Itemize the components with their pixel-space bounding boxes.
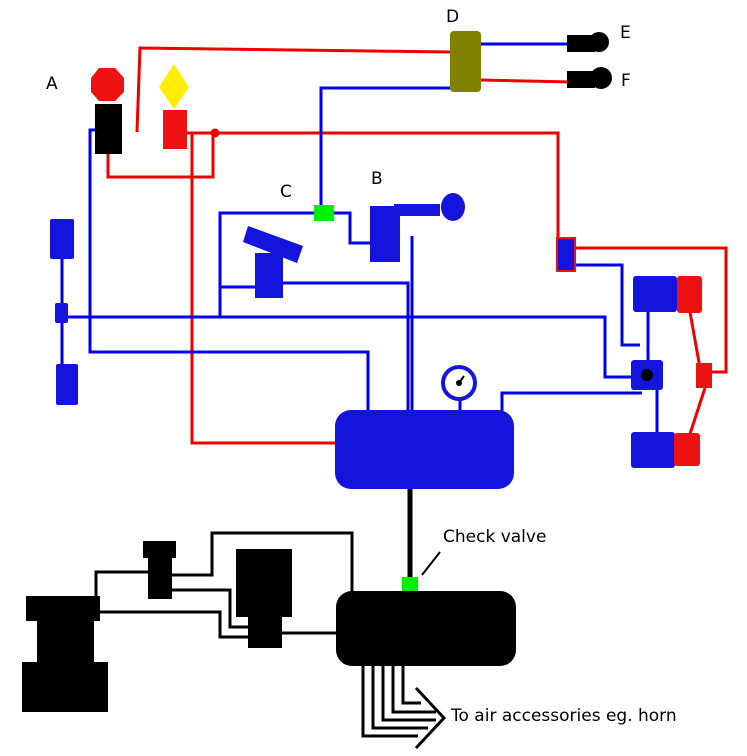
filter-head [143,541,176,558]
connector-e [567,32,609,52]
filter-body [148,557,172,599]
indicator-lamp-yellow [159,64,189,109]
air-solenoid-to-valve [568,263,640,347]
label-d: D [446,7,460,27]
wire-solenoid-to-valve-ring [576,246,728,374]
connector-f-head [590,67,612,89]
valve-b [370,193,465,262]
wire-valve-to-lower-bag [686,387,707,441]
air-bag-right-top [633,276,677,312]
label-check-valve: Check valve [443,527,547,547]
label-b: B [371,169,383,189]
left-axle [50,219,78,405]
electric-wiring [106,46,728,445]
accessory-arrow-head [414,686,447,750]
compressor-base [22,662,108,712]
pressure-regulator [243,226,303,298]
wire-switch-a-loop [106,132,215,179]
wire-fuse-to-tank [190,133,336,445]
switch-a [91,68,124,154]
air-relay-d-to-junction-c [319,86,458,206]
check-valve-leader [421,551,441,576]
air-tank-to-valve [500,391,642,414]
compressor-mid [37,620,94,664]
left-t-fitting [55,303,68,323]
check-valve [402,577,418,591]
valve-b-bulb [441,193,465,221]
air-tank-reservoir [336,591,516,666]
dryer-bottom [248,614,282,648]
compressor-lines [94,487,447,750]
sensor-right-top [677,276,702,313]
air-junction-c-to-valve-b [333,211,372,245]
label-f: F [621,71,631,91]
connector-f [567,67,612,89]
fuse-body [163,110,187,149]
right-axle [631,276,712,468]
indicator-fuse [159,64,189,149]
line-accessory-3 [381,666,436,722]
switch-a-body [95,104,122,154]
solenoid-valve [556,237,576,272]
air-regulator-to-tank [282,281,410,414]
air-bag-right-bottom [631,432,675,468]
air-bag-left-top [50,219,74,259]
connector-e-head [589,32,609,52]
line-accessory-2 [371,666,428,730]
valve-b-arm [394,204,440,216]
height-sensor [696,363,712,388]
wire-junction-dot [210,128,220,138]
compressor-top [26,596,100,621]
wire-switch-a-to-relay-d [135,46,452,133]
air-switch-a-to-tank [88,128,370,414]
line-accessory-5 [401,666,421,705]
junction-c [314,205,334,221]
air-left-to-right-bus [62,315,632,379]
regulator-lever [243,226,303,263]
line-filter-to-dryer [172,588,250,629]
line-compressor-to-dryer [98,610,250,639]
manifold-valve-port [641,369,653,381]
air-bag-left-bottom [56,364,78,405]
line-compressor-to-filter [94,570,150,597]
label-air-accessories: To air accessories eg. horn [451,706,677,726]
regulator-body [255,253,283,298]
gauge-pivot [456,380,462,386]
label-a: A [46,74,58,94]
line-accessory-4 [391,666,436,714]
relay-d [450,31,481,92]
dryer-top [236,549,292,617]
sensor-right-bottom [674,433,700,466]
wire-relay-d-to-horn-f [480,78,573,84]
label-c: C [280,182,292,202]
switch-a-lamp-red [91,68,124,101]
connector-f-body [567,71,595,88]
compressor-assembly [22,541,292,712]
air-tank-main [335,410,514,489]
label-e: E [620,23,631,43]
line-accessory-1 [361,666,418,738]
air-lines [60,42,659,432]
line-filter-upper [172,531,354,595]
connector-e-body [567,35,595,52]
pressure-gauge [441,365,477,401]
wire-valve-to-upper-bag [688,311,702,369]
air-junction-c-left [218,211,316,318]
wire-fuse-to-solenoid [186,131,560,240]
